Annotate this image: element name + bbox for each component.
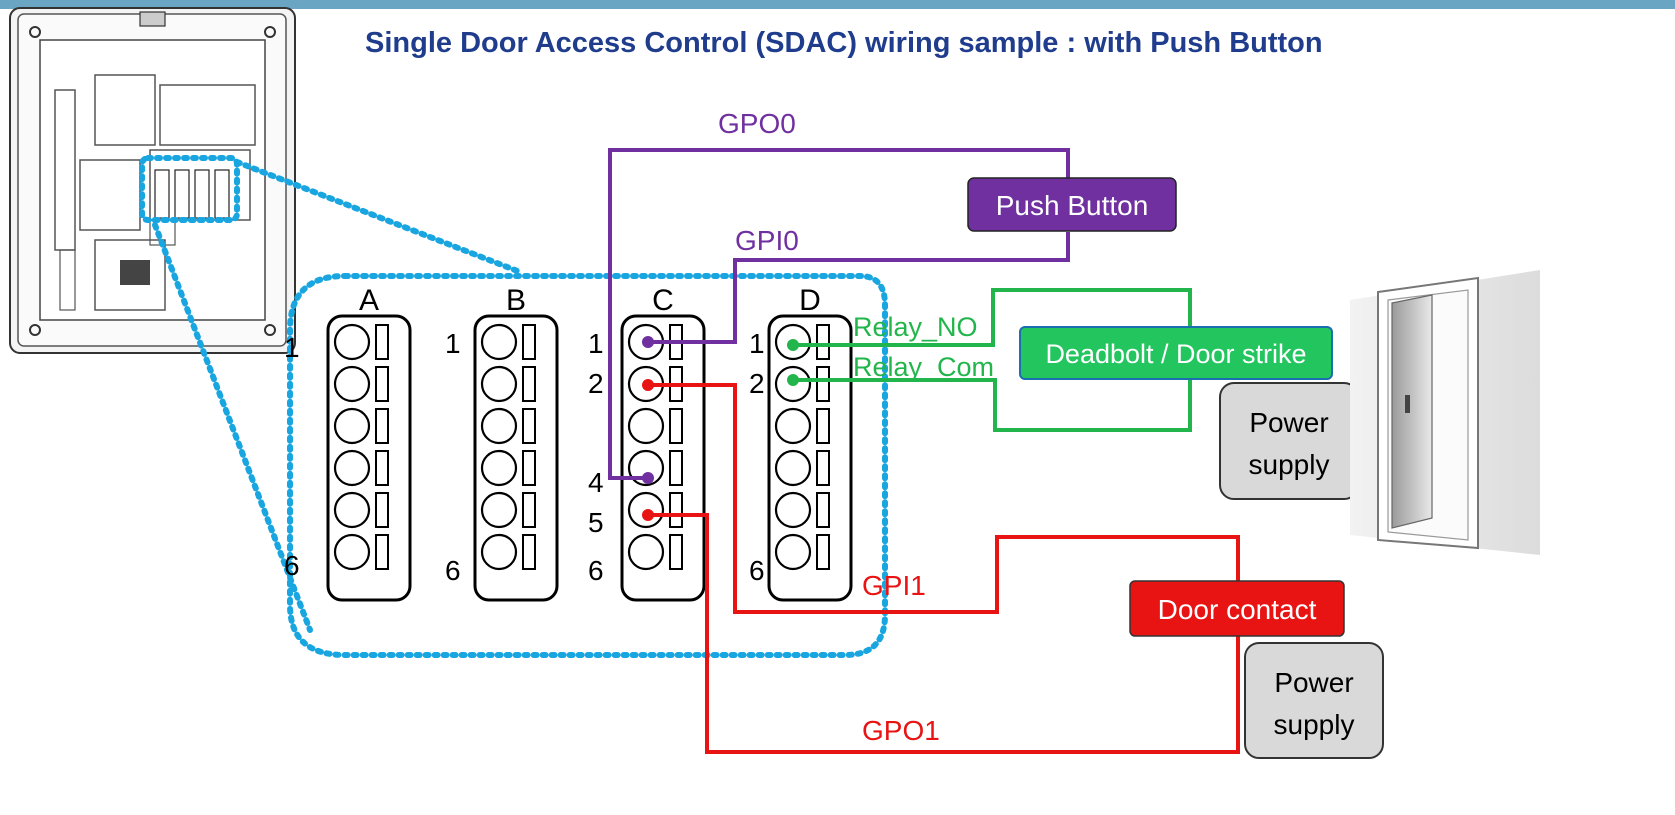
terminal-slot (522, 324, 536, 360)
terminal-slot (669, 450, 683, 486)
terminal-hole (627, 407, 665, 445)
terminal-hole (480, 533, 518, 571)
block-b-pin-first: 1 (445, 328, 461, 359)
block-c-pin-1: 1 (588, 328, 604, 359)
terminal-slot (669, 492, 683, 528)
terminal-slot (816, 534, 830, 570)
terminal-block-a: A (326, 284, 412, 602)
terminal-slot (522, 408, 536, 444)
door-contact-box: Door contact (1129, 580, 1345, 637)
controller-device-icon (9, 7, 296, 354)
terminal-slot (816, 492, 830, 528)
power-supply-1-line2: supply (1249, 449, 1330, 480)
terminal-hole (333, 407, 371, 445)
block-a-pin-last: 6 (284, 550, 300, 581)
terminal-slot (522, 366, 536, 402)
block-d-pin-1: 1 (749, 328, 765, 359)
terminal-hole (774, 407, 812, 445)
terminal-hole (774, 491, 812, 529)
terminal-slot (375, 534, 389, 570)
terminal-slot (816, 366, 830, 402)
terminal-slot (669, 408, 683, 444)
gpi0-label: GPI0 (735, 225, 799, 256)
terminal-slot (522, 450, 536, 486)
terminal-hole (333, 323, 371, 361)
terminal-slot (375, 366, 389, 402)
top-bar (0, 0, 1675, 9)
terminal-hole (774, 449, 812, 487)
relay-com-label: Relay_Com (853, 352, 994, 382)
door-contact-label: Door contact (1158, 594, 1317, 625)
terminal-slot (375, 324, 389, 360)
push-button-box: Push Button (967, 177, 1177, 232)
terminal-slot (816, 450, 830, 486)
terminal-hole (627, 533, 665, 571)
terminal-slot (522, 534, 536, 570)
terminal-block-letter: B (506, 284, 526, 317)
terminal-block-letter: D (799, 284, 821, 317)
zoom-indicator (139, 155, 888, 658)
terminal-slot (816, 408, 830, 444)
block-c-pin-5: 5 (588, 507, 604, 538)
terminal-slot (375, 450, 389, 486)
block-c-pin-6: 6 (588, 555, 604, 586)
power-supply-1-line1: Power (1249, 407, 1328, 438)
terminal-block-d: D (767, 284, 853, 602)
deadbolt-box: Deadbolt / Door strike (1019, 326, 1333, 380)
block-a-pin-first: 1 (284, 332, 300, 363)
terminal-blocks: A B C D (326, 284, 853, 602)
terminal-slot (375, 408, 389, 444)
terminal-slot (375, 492, 389, 528)
push-button-label: Push Button (996, 190, 1149, 221)
block-d-pin-6: 6 (749, 555, 765, 586)
terminal-hole (333, 449, 371, 487)
terminal-hole (333, 491, 371, 529)
power-supply-2-line2: supply (1274, 709, 1355, 740)
terminal-hole (480, 323, 518, 361)
purple-wires (608, 148, 1070, 480)
red-wires (648, 383, 1240, 754)
terminal-block-letter: C (652, 284, 674, 317)
gpi1-label: GPI1 (862, 570, 926, 601)
terminal-hole (774, 533, 812, 571)
power-supply-2-line1: Power (1274, 667, 1353, 698)
terminal-hole (333, 533, 371, 571)
terminal-slot (816, 324, 830, 360)
relay-no-label: Relay_NO (853, 312, 978, 342)
terminal-hole (333, 365, 371, 403)
block-c-pin-2: 2 (588, 368, 604, 399)
block-b-pin-last: 6 (445, 555, 461, 586)
block-d-pin-2: 2 (749, 368, 765, 399)
door-icon (1350, 270, 1540, 555)
deadbolt-label: Deadbolt / Door strike (1045, 339, 1306, 369)
terminal-block-c: C (620, 284, 706, 602)
block-c-pin-4: 4 (588, 467, 604, 498)
terminal-slot (669, 534, 683, 570)
terminal-block-letter: A (359, 284, 379, 317)
gpo1-label: GPO1 (862, 715, 940, 746)
wire-endpoints (642, 336, 799, 521)
diagram-title: Single Door Access Control (SDAC) wiring… (365, 27, 1323, 59)
terminal-block-b: B (473, 284, 559, 602)
terminal-hole (480, 491, 518, 529)
terminal-hole (480, 365, 518, 403)
terminal-hole (480, 449, 518, 487)
pin-labels: 1 6 1 6 1 2 4 5 6 1 2 6 (284, 328, 765, 586)
power-supply-1-box: Power supply (1219, 382, 1359, 500)
power-supply-2-box: Power supply (1244, 642, 1384, 759)
terminal-slot (522, 492, 536, 528)
terminal-hole (480, 407, 518, 445)
gpo0-label: GPO0 (718, 108, 796, 139)
